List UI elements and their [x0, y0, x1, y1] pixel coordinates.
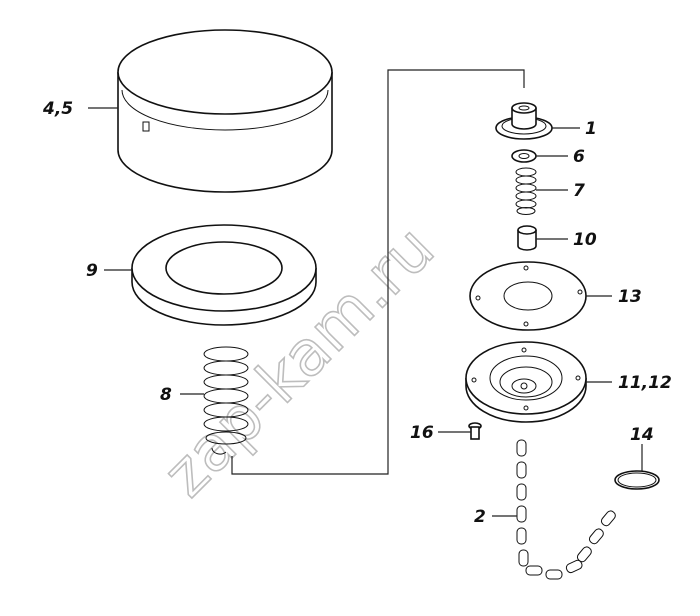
part-chain [516, 439, 616, 580]
label-part-1: 1 [585, 119, 597, 139]
part-large-spring [203, 346, 249, 455]
part-small-washer [511, 149, 537, 163]
part-small-spring [515, 167, 537, 215]
part-cap [117, 29, 333, 193]
assembly-bracket-line [231, 69, 525, 475]
label-part-7: 7 [573, 181, 585, 201]
part-plunger [517, 225, 537, 251]
label-part-6: 6 [573, 147, 585, 167]
part-valve-top [495, 102, 553, 140]
part-screw [468, 422, 482, 440]
label-part-2: 2 [474, 507, 486, 527]
label-part-13: 13 [618, 287, 642, 307]
part-flat-plate [469, 261, 587, 331]
label-part-14: 14 [630, 425, 654, 445]
label-part-4-5: 4,5 [42, 99, 73, 119]
label-part-16: 16 [410, 423, 434, 443]
label-part-9: 9 [86, 261, 98, 281]
label-part-11-12: 11,12 [618, 373, 672, 393]
leader-lines [88, 107, 643, 517]
part-ring-washer [131, 224, 317, 326]
label-part-8: 8 [160, 385, 172, 405]
part-o-ring [614, 470, 660, 490]
part-valve-housing [465, 341, 587, 423]
label-part-10: 10 [573, 230, 597, 250]
